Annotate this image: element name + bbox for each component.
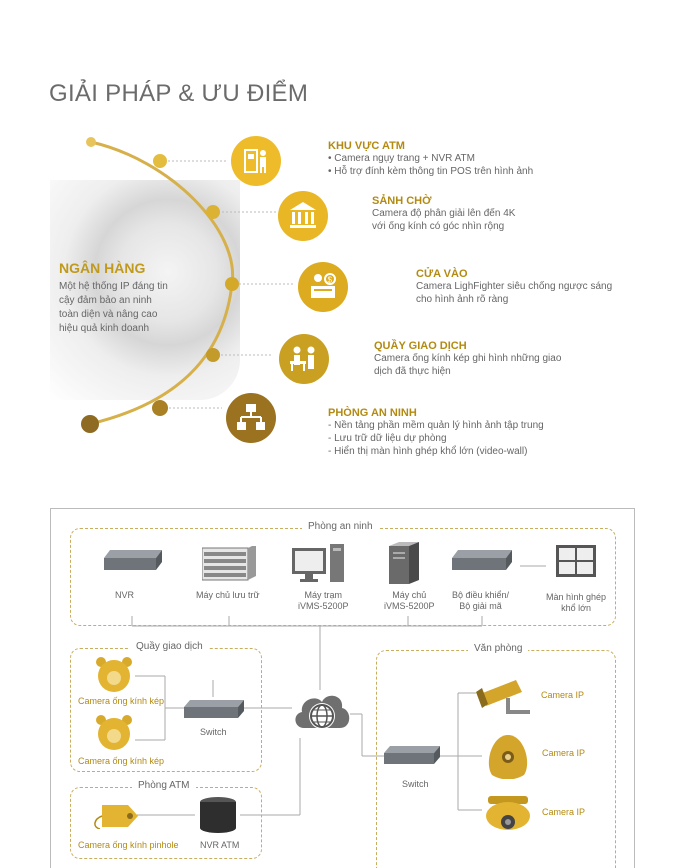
- item-line: Camera ống kính kép ghi hình những giao: [374, 353, 562, 364]
- item-line: - Hiển thị màn hình ghép khổ lớn (video-…: [328, 446, 528, 457]
- item-lobby: SẢNH CHỜ Camera độ phân giải lên đến 4K …: [372, 195, 515, 233]
- hero-text-line: hiệu quả kinh doanh: [59, 323, 150, 334]
- hero-text-line: cậy đảm bảo an ninh: [59, 295, 152, 306]
- item-line: - Nền tảng phần mềm quản lý hình ảnh tập…: [328, 420, 544, 431]
- item-title: KHU VỰC ATM: [328, 140, 405, 152]
- video-wall-label: Màn hình ghép khổ lớn: [546, 592, 607, 613]
- zone-title: Quầy giao dịch: [130, 641, 209, 652]
- item-line: • Hỗ trợ đính kèm thông tin POS trên hìn…: [328, 166, 534, 177]
- item-line: cho hình ảnh rõ ràng: [416, 294, 509, 305]
- item-line: • Camera ngụy trang + NVR ATM: [328, 153, 475, 164]
- item-title: SẢNH CHỜ: [372, 195, 432, 207]
- switch-label: Switch: [402, 779, 429, 789]
- item-line: dịch đã thực hiện: [374, 366, 451, 377]
- camera-label: Camera ống kính kép: [78, 696, 165, 706]
- camera-label: Camera IP: [541, 690, 585, 700]
- reception-desk-icon: $: [298, 262, 348, 312]
- camera-label: Camera ống kính kép: [78, 756, 165, 766]
- fisheye-camera-icon: [482, 796, 534, 832]
- nvr-label: NVR: [115, 590, 135, 600]
- atm-person-icon: [231, 136, 281, 186]
- decoder-device-icon: [452, 548, 512, 574]
- hero-text-line: toàn diện và nâng cao: [59, 309, 158, 320]
- diagram-frame: [50, 508, 635, 868]
- hero-text-line: Một hệ thống IP đáng tin: [59, 281, 168, 292]
- server-tower-icon: [389, 542, 419, 584]
- item-title: QUẦY GIAO DỊCH: [374, 340, 467, 352]
- network-hierarchy-icon: [226, 393, 276, 443]
- item-atm: KHU VỰC ATM • Camera ngụy trang + NVR AT…: [328, 140, 533, 178]
- item-line: Camera độ phân giải lên đến 4K: [372, 208, 516, 219]
- dual-lens-camera-icon: [96, 714, 132, 754]
- pinhole-camera-icon: [94, 803, 138, 830]
- decoder-label: Bộ điều khiển/ Bộ giải mã: [452, 590, 510, 611]
- network-globe-icon: [292, 686, 352, 740]
- zone-title: Phòng an ninh: [302, 521, 379, 532]
- camera-label: Camera IP: [542, 748, 586, 758]
- switch-label: Switch: [200, 727, 227, 737]
- item-security-room: PHÒNG AN NINH - Nền tảng phần mềm quản l…: [328, 407, 544, 458]
- dome-camera-icon: [484, 733, 532, 780]
- teller-counter-icon: [279, 334, 329, 384]
- item-line: Camera LighFighter siêu chống ngược sáng: [416, 281, 613, 292]
- storage-server-label: Máy chủ lưu trữ: [196, 590, 260, 600]
- camera-label: Camera IP: [542, 807, 586, 817]
- workstation-icon: [292, 544, 348, 586]
- workstation-label: Máy trạm iVMS-5200P: [298, 590, 349, 611]
- item-teller: QUẦY GIAO DỊCH Camera ống kính kép ghi h…: [374, 340, 561, 378]
- nvr-device-icon: [104, 548, 162, 574]
- camera-label: Camera ống kính pinhole: [78, 840, 179, 850]
- zone-title: Văn phòng: [468, 643, 529, 654]
- item-line: - Lưu trữ dữ liệu dự phòng: [328, 433, 447, 444]
- page-title: GIẢI PHÁP & ƯU ĐIỂM: [49, 80, 309, 107]
- item-title: PHÒNG AN NINH: [328, 407, 417, 419]
- dual-lens-camera-icon: [96, 656, 132, 696]
- arc-decoration: [81, 137, 295, 433]
- item-entrance: CỬA VÀO Camera LighFighter siêu chống ng…: [416, 268, 612, 306]
- switch-icon: [184, 698, 244, 722]
- storage-server-icon: [201, 544, 258, 582]
- hero-description: Một hệ thống IP đáng tin cậy đảm bảo an …: [59, 280, 189, 336]
- atm-nvr-label: NVR ATM: [200, 840, 240, 850]
- switch-icon: [384, 744, 440, 768]
- zone-title: Phòng ATM: [132, 780, 196, 791]
- server-label: Máy chủ iVMS-5200P: [384, 590, 435, 611]
- hero-title: NGÂN HÀNG: [59, 260, 146, 276]
- bullet-camera-icon: [476, 678, 536, 720]
- item-title: CỬA VÀO: [416, 268, 468, 280]
- video-wall-icon: [556, 545, 596, 577]
- atm-nvr-icon: [198, 796, 238, 834]
- svg-text:$: $: [328, 276, 333, 285]
- item-line: với ống kính có góc nhìn rộng: [372, 221, 505, 232]
- bank-building-icon: [278, 191, 328, 241]
